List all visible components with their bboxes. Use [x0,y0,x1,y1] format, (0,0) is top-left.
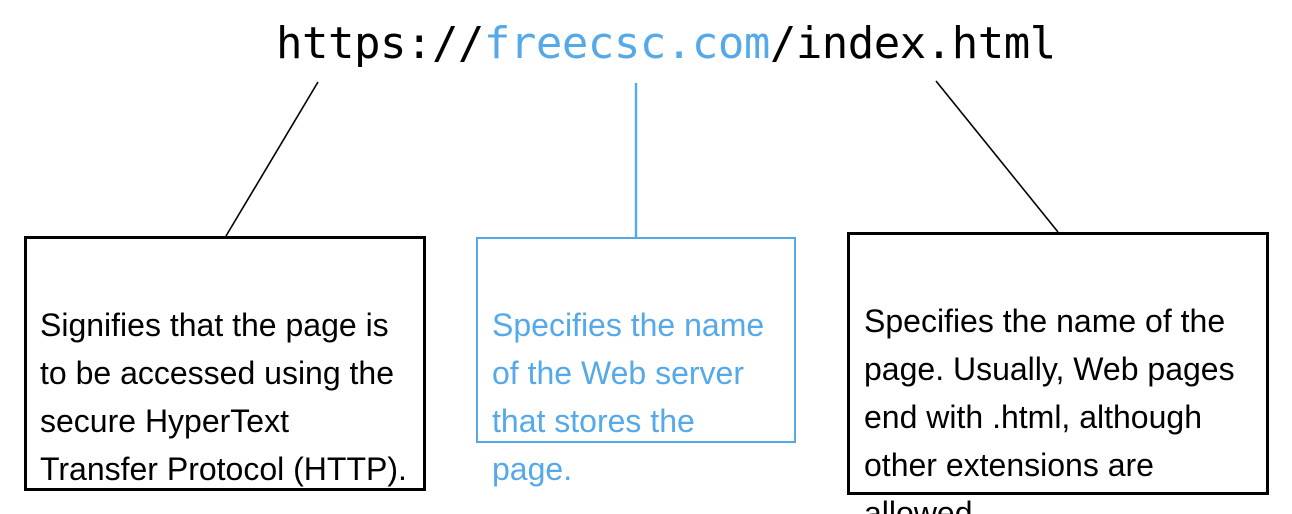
protocol-callout: Signifies that the page is to be accesse… [24,236,426,491]
filename-leader-line [935,80,1059,233]
url-heading: https://freecsc.com/index.html [276,18,1056,70]
domain-callout-text: Specifies the name of the Web server tha… [492,307,765,487]
url-segment-domain: freecsc.com [483,18,770,69]
protocol-leader-line [225,81,319,237]
protocol-callout-text: Signifies that the page is to be accesse… [40,307,407,487]
filename-callout: Specifies the name of the page. Usually,… [847,232,1269,514]
url-segment-path: /index.html [769,18,1056,69]
domain-callout: Specifies the name of the Web server tha… [476,237,796,487]
filename-callout-text: Specifies the name of the page. Usually,… [864,303,1235,514]
url-segment-protocol: https:// [276,18,484,69]
